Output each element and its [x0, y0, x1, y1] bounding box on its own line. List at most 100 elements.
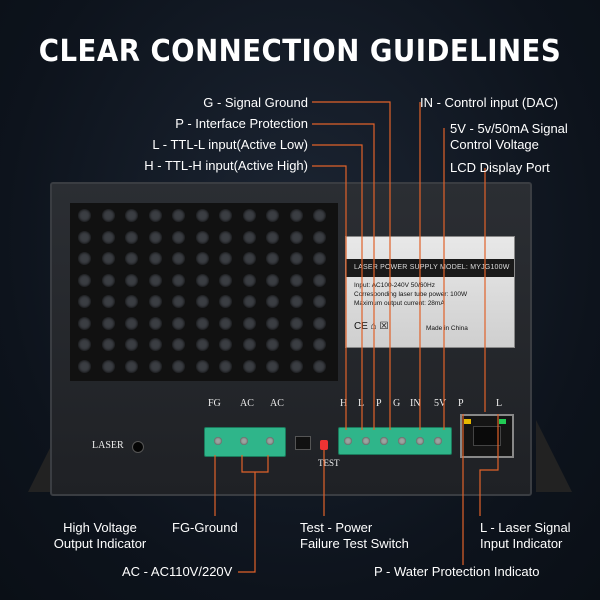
vent-hole — [195, 273, 209, 287]
lcd-display-port[interactable] — [460, 414, 514, 458]
terminal-screw — [266, 437, 274, 445]
nameplate-specs: Input: AC100-240V 50/60Hz Corresponding … — [354, 281, 509, 308]
callout-lcd-port: LCD Display Port — [450, 160, 550, 175]
vent-hole — [289, 338, 303, 351]
callout-laser-line2: Input Indicator — [480, 536, 563, 551]
vent-hole — [125, 273, 138, 287]
vent-hole — [148, 209, 162, 222]
certification-marks-icon: CE ⌂ ☒ — [354, 321, 389, 332]
vent-hole — [313, 316, 326, 330]
vent-hole — [219, 316, 232, 330]
vent-hole — [195, 359, 209, 373]
vent-hole — [289, 295, 303, 308]
vent-hole — [78, 273, 91, 287]
vent-hole — [195, 338, 209, 351]
rj45-socket — [473, 426, 501, 446]
vent-hole — [78, 359, 91, 373]
pin-label-in: IN — [410, 398, 421, 409]
callout-signal-ground: G - Signal Ground — [203, 95, 308, 110]
made-in-label: Made in China — [426, 325, 468, 332]
vent-hole — [101, 252, 115, 265]
vent-hole — [148, 295, 162, 308]
vent-hole — [78, 295, 91, 308]
callout-5v-line1: 5V - 5v/50mA Signal — [450, 121, 568, 136]
vent-hole — [148, 338, 162, 351]
callout-ac-input: AC - AC110V/220V — [122, 564, 233, 579]
test-switch[interactable] — [295, 436, 311, 450]
vent-hole — [266, 252, 279, 265]
callout-test-line1: Test - Power — [300, 520, 373, 535]
vent-hole — [219, 252, 232, 265]
vent-hole — [172, 273, 185, 287]
vent-hole — [125, 209, 138, 222]
vent-hole — [289, 209, 303, 222]
test-button[interactable] — [320, 440, 328, 450]
terminal-screw — [240, 437, 248, 445]
vent-hole — [148, 273, 162, 287]
vent-hole — [172, 338, 185, 351]
pin-label-fg: FG — [208, 398, 221, 409]
ventilation-grille — [70, 203, 338, 381]
vent-hole — [266, 359, 279, 373]
port-label-l: L — [496, 398, 503, 409]
vent-hole — [172, 316, 185, 330]
vent-hole — [101, 359, 115, 373]
laser-signal-led-icon — [499, 419, 506, 424]
vent-hole — [266, 209, 279, 222]
vent-hole — [242, 316, 256, 330]
callout-5v-signal: 5V - 5v/50mA Signal Control Voltage — [450, 121, 568, 153]
vent-hole — [313, 359, 326, 373]
vent-hole — [172, 295, 185, 308]
vent-hole — [78, 338, 91, 351]
vent-hole — [125, 338, 138, 351]
vent-hole — [148, 316, 162, 330]
vent-hole — [101, 273, 115, 287]
terminal-screw — [214, 437, 222, 445]
vent-hole — [172, 359, 185, 373]
terminal-screw — [434, 437, 442, 445]
vent-hole — [195, 252, 209, 265]
terminal-screw — [380, 437, 388, 445]
pin-label-ac-1: AC — [240, 398, 254, 409]
vent-hole — [313, 209, 326, 222]
vent-hole — [266, 295, 279, 308]
pin-label-h: H — [340, 398, 348, 409]
vent-hole — [101, 338, 115, 351]
pin-label-l: L — [358, 398, 365, 409]
nameplate-label: LASER POWER SUPPLY MODEL: MYJG100W Input… — [345, 236, 515, 348]
vent-hole — [219, 209, 232, 222]
vent-hole — [148, 230, 162, 244]
spec-max-current: Maximum output current: 28mA — [354, 300, 445, 307]
callout-test-line2: Failure Test Switch — [300, 536, 409, 551]
laser-indicator-label: LASER — [92, 440, 124, 451]
vent-hole — [289, 316, 303, 330]
vent-hole — [313, 252, 326, 265]
vent-hole — [242, 209, 256, 222]
terminal-screw — [416, 437, 424, 445]
pin-label-5v: 5V — [434, 398, 447, 409]
vent-hole — [242, 273, 256, 287]
terminal-screw — [344, 437, 352, 445]
water-protection-led-icon — [464, 419, 471, 424]
vent-hole — [219, 230, 232, 244]
vent-hole — [125, 295, 138, 308]
vent-hole — [78, 316, 91, 330]
callout-fg-ground: FG-Ground — [172, 520, 238, 535]
callout-control-input: IN - Control input (DAC) — [420, 95, 558, 110]
vent-hole — [78, 230, 91, 244]
callout-test-switch: Test - Power Failure Test Switch — [300, 520, 409, 552]
callout-5v-line2: Control Voltage — [450, 137, 539, 152]
vent-hole — [195, 230, 209, 244]
vent-hole — [195, 295, 209, 308]
callout-hv-line2: Output Indicator — [53, 536, 147, 551]
vent-hole — [313, 230, 326, 244]
callout-laser-line1: L - Laser Signal — [480, 520, 571, 535]
vent-hole — [313, 295, 326, 308]
vent-hole — [125, 230, 138, 244]
vent-hole — [78, 209, 91, 222]
vent-hole — [148, 252, 162, 265]
port-label-p: P — [458, 398, 464, 409]
ac-terminal-block — [204, 427, 286, 457]
test-label: TEST — [318, 458, 340, 468]
